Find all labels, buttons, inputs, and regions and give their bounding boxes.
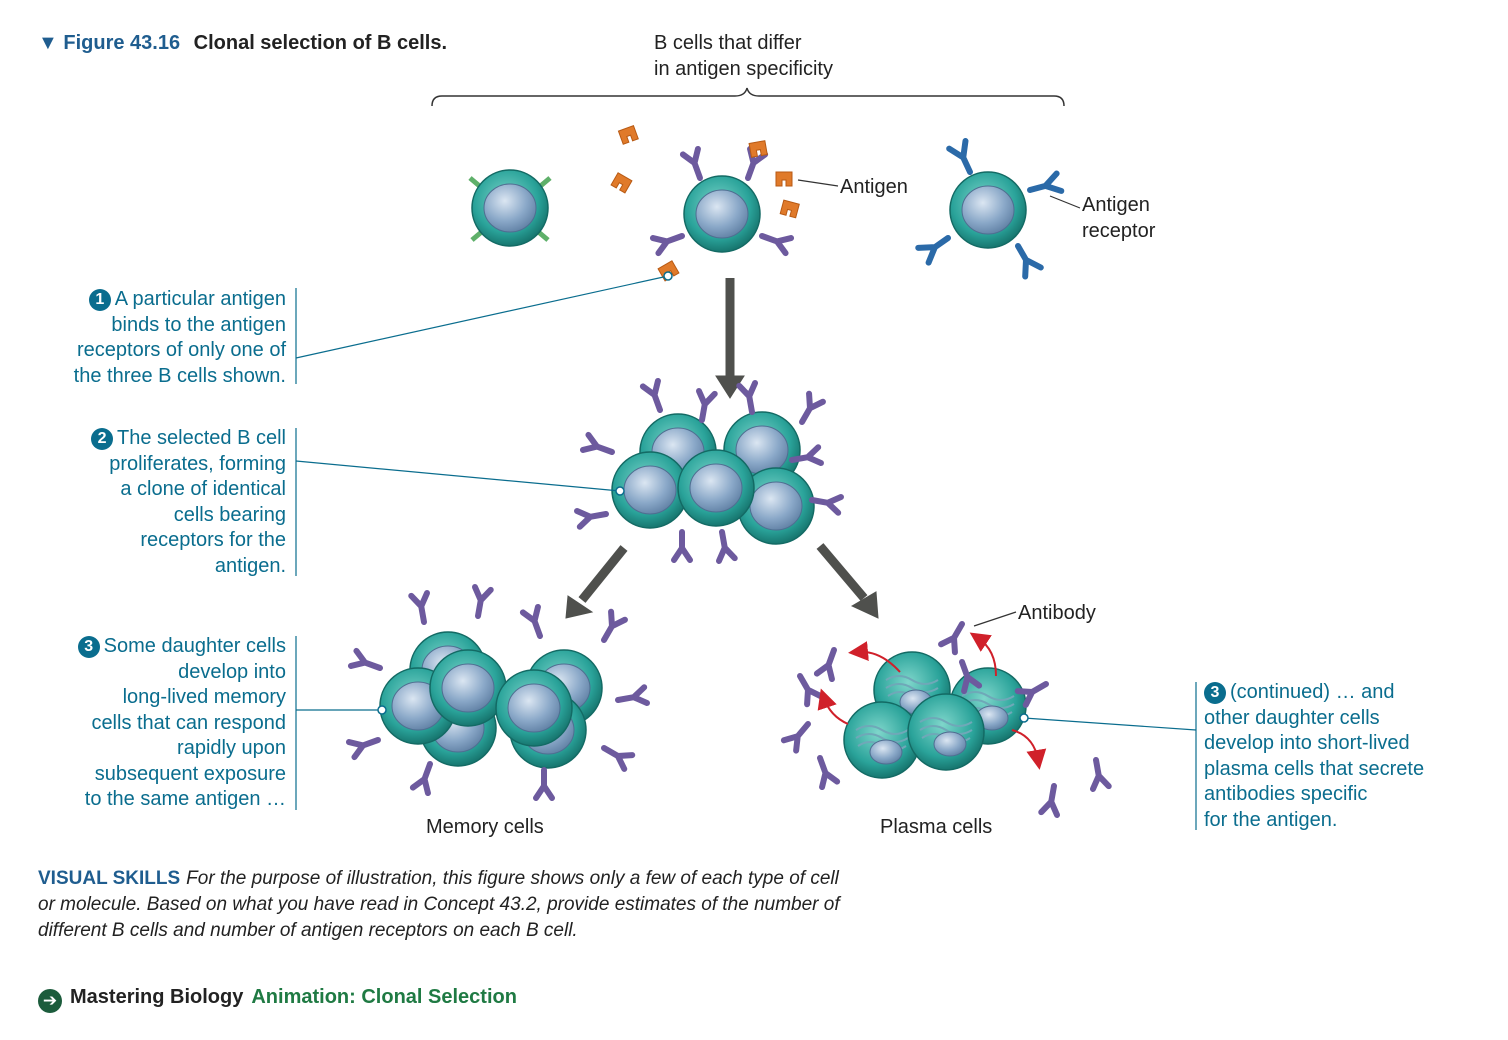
step-3-badge: 3 [77, 636, 100, 658]
step-1-badge: 1 [88, 289, 111, 311]
animation-link[interactable]: Animation: Clonal Selection [251, 986, 517, 1008]
memory-cell-cluster [349, 587, 647, 798]
step-3b-badge: 3 [1204, 682, 1226, 704]
step-2-badge: 2 [91, 428, 114, 450]
visual-skills-heading: VISUAL SKILLS [38, 868, 181, 889]
receptor-label-line1: Antigen [1082, 194, 1150, 216]
mastering-biology-name: Mastering Biology [70, 986, 244, 1008]
clone-cluster [577, 381, 841, 561]
arrow-to-plasma [816, 543, 879, 619]
arrow-down [715, 278, 745, 399]
callout-lines [295, 271, 1197, 830]
b-cell-blue [918, 141, 1061, 276]
b-cell-green [464, 170, 556, 247]
figure-title: ▼ Figure 43.16 Clonal selection of B cel… [38, 32, 447, 55]
brace-label: B cells that differ in antigen specifici… [654, 30, 833, 82]
brace [431, 87, 1065, 107]
figure-caption: Clonal selection of B cells. [193, 32, 448, 54]
brace-label-line1: B cells that differ [654, 32, 802, 54]
antigen-label: Antigen [840, 176, 908, 198]
antigen-receptor-label: Antigen receptor [1082, 192, 1155, 244]
figure-number: Figure 43.16 [63, 32, 181, 54]
mastering-biology-link[interactable]: ➔ Mastering Biology Animation: Clonal Sele… [38, 986, 517, 1013]
step-3-continued-text: 3(continued) … and other daughter cells … [1204, 681, 1425, 831]
antibody-label: Antibody [1018, 602, 1096, 624]
plasma-cells-label: Plasma cells [880, 816, 993, 838]
arrow-right-circle-icon: ➔ [38, 989, 62, 1013]
memory-cells-label: Memory cells [426, 816, 544, 838]
arrow-to-memory [565, 545, 628, 619]
plasma-cell-cluster [784, 620, 1109, 815]
figure-marker: ▼ [38, 32, 58, 54]
receptor-label-line2: receptor [1082, 220, 1156, 242]
b-cell-purple [653, 149, 791, 253]
brace-label-line2: in antigen specificity [654, 58, 833, 80]
visual-skills-text: For the purpose of illustration, this fi… [38, 868, 840, 941]
